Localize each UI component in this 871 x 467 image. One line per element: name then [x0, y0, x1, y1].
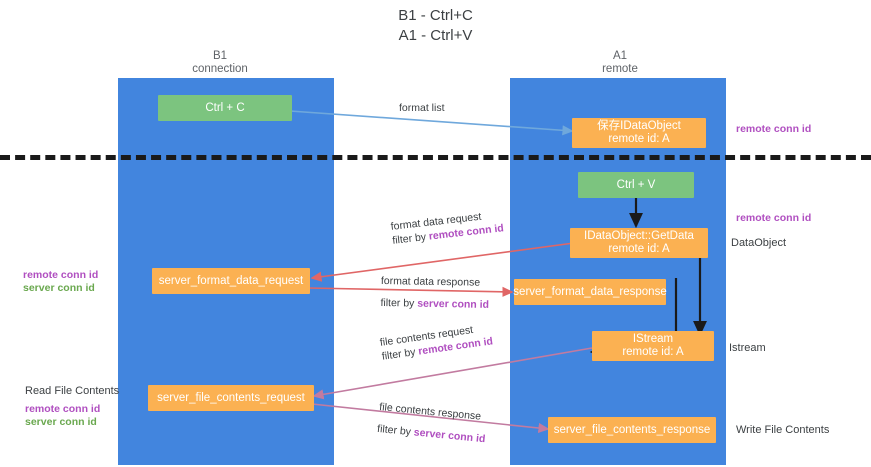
diagram-title: B1 - Ctrl+C A1 - Ctrl+V: [0, 6, 871, 46]
column-header-a1: A1 remote: [560, 50, 680, 76]
annotation-remote-conn-id-top: remote conn id: [736, 123, 812, 135]
box-ctrl-c-label: Ctrl + C: [205, 101, 245, 114]
annotation-left-remote-conn-id-bottom: remote conn id: [25, 403, 101, 415]
filter-prefix: filter by: [380, 296, 418, 310]
box-idataobject[interactable]: 保存IDataObject remote id: A: [572, 118, 706, 148]
annotation-write-file-contents: Write File Contents: [736, 424, 830, 436]
box-server-format-data-response[interactable]: server_format_data_response: [513, 279, 667, 305]
box-idataobject-getdata[interactable]: IDataObject::GetData remote id: A: [570, 228, 708, 258]
box-ctrl-v-label: Ctrl + V: [616, 178, 656, 191]
arrow-label-file-contents-request: file contents request filter by remote c…: [379, 320, 494, 363]
box-server-format-data-request[interactable]: server_format_data_request: [152, 268, 310, 294]
arrow-label-format-list: format list: [399, 102, 445, 114]
box-ctrl-c[interactable]: Ctrl + C: [158, 95, 292, 121]
column-a1-name: A1: [612, 50, 628, 62]
box-getdata-title: IDataObject::GetData: [584, 230, 694, 242]
column-a1-role: remote: [602, 63, 638, 75]
column-b1-role: connection: [192, 63, 248, 75]
arrow-label-format-data-response: format data response filter by server co…: [380, 274, 489, 312]
column-header-b1: B1 connection: [160, 50, 280, 76]
box-idataobject-title: 保存IDataObject: [597, 120, 681, 132]
box-server-file-contents-response[interactable]: server_file_contents_response: [548, 417, 716, 443]
box-istream[interactable]: IStream remote id: A: [592, 331, 714, 361]
box-server-file-contents-request-label: server_file_contents_request: [157, 391, 305, 404]
filter-prefix: filter by: [391, 230, 430, 247]
arrow-label-format-data-request: format data request filter by remote con…: [390, 207, 504, 248]
arrow-label-file-contents-response: file contents response filter by server …: [377, 400, 488, 446]
filter-prefix: filter by: [376, 422, 415, 439]
file-contents-response-filter: filter by server conn id: [377, 422, 486, 446]
file-contents-response-text: file contents response: [378, 400, 482, 423]
box-server-file-contents-response-label: server_file_contents_response: [553, 423, 711, 436]
annotation-left-remote-conn-id-mid: remote conn id: [23, 269, 99, 281]
title-line-2: A1 - Ctrl+V: [398, 27, 473, 44]
box-server-format-data-response-label: server_format_data_response: [513, 285, 667, 298]
phase-divider: [0, 155, 871, 160]
box-server-file-contents-request[interactable]: server_file_contents_request: [148, 385, 314, 411]
format-data-response-filter: filter by server conn id: [380, 296, 489, 312]
annotation-read-file-contents: Read File Contents: [25, 385, 120, 397]
filter-key-server-conn-id: server conn id: [413, 426, 486, 446]
column-b1-name: B1: [212, 50, 228, 62]
box-ctrl-v[interactable]: Ctrl + V: [578, 172, 694, 198]
filter-key-server-conn-id: server conn id: [417, 297, 490, 311]
annotation-dataobject: DataObject: [731, 237, 787, 249]
annotation-left-server-conn-id-bottom: server conn id: [25, 416, 97, 428]
box-server-format-data-request-label: server_format_data_request: [158, 274, 304, 287]
annotation-remote-conn-id-mid: remote conn id: [736, 212, 812, 224]
filter-prefix: filter by: [381, 345, 420, 363]
box-idataobject-subtitle: remote id: A: [608, 133, 670, 145]
annotation-left-server-conn-id-mid: server conn id: [23, 282, 95, 294]
box-getdata-subtitle: remote id: A: [608, 243, 670, 255]
box-istream-subtitle: remote id: A: [622, 346, 684, 358]
format-data-response-text: format data response: [380, 274, 481, 289]
title-line-1: B1 - Ctrl+C: [398, 7, 473, 24]
annotation-istream: Istream: [729, 342, 766, 354]
box-istream-title: IStream: [632, 333, 674, 345]
